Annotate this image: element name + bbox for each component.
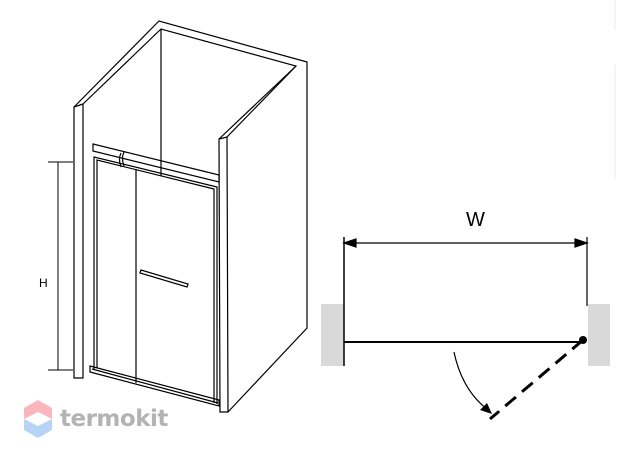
arrow-right	[574, 238, 589, 248]
width-label: W	[466, 209, 485, 231]
plan-view	[321, 237, 610, 421]
logo-hexagon-icon	[24, 400, 52, 438]
height-dimension	[48, 161, 73, 371]
right-wall-front	[218, 136, 229, 413]
termokit-logo: termokit	[24, 400, 168, 438]
logo-text: termokit	[60, 406, 168, 432]
left-wall-block	[321, 304, 344, 366]
height-label: H	[39, 276, 48, 290]
door-frame	[93, 156, 218, 404]
door-handle	[139, 269, 189, 288]
shower-enclosure	[73, 20, 308, 413]
left-wall	[73, 103, 84, 379]
inner-top-edge	[82, 28, 298, 138]
left-wall-top	[73, 20, 308, 413]
right-wall-block	[588, 304, 610, 366]
top-rail	[92, 143, 220, 183]
arrow-left	[342, 238, 357, 248]
door-panel-open	[489, 338, 584, 421]
swing-arrow-icon	[453, 351, 489, 411]
bottom-rail	[89, 365, 220, 407]
